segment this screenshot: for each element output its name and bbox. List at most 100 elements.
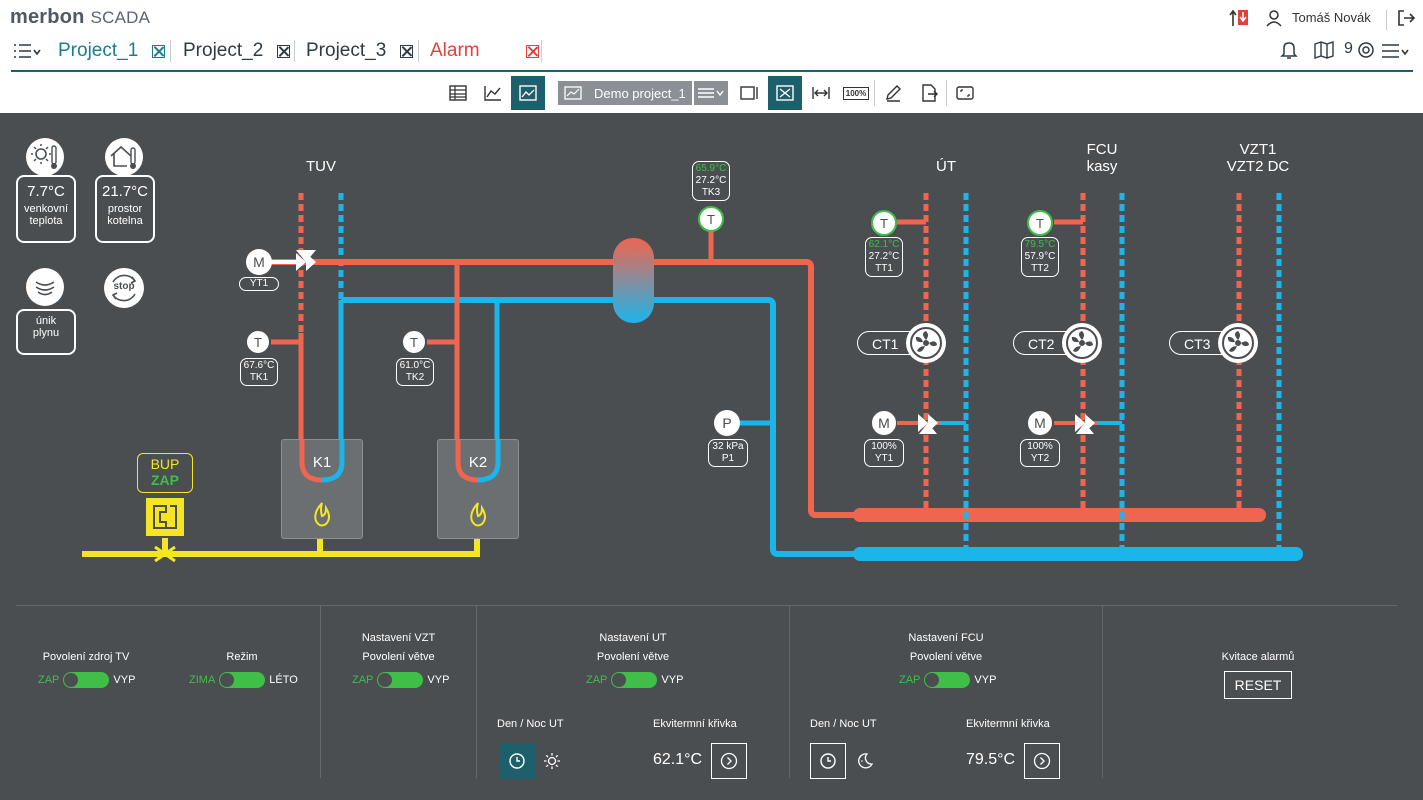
tk1-readout[interactable]: 67.6°C TK1: [240, 358, 278, 386]
tab-project-2[interactable]: Project_2: [183, 37, 291, 65]
user-name[interactable]: Tomáš Novák: [1292, 10, 1371, 25]
sun-icon[interactable]: [543, 752, 561, 770]
fcu-valve-readout[interactable]: 100% YT2: [1020, 439, 1060, 467]
export-button[interactable]: [912, 76, 946, 110]
vzt-on: ZAP: [352, 674, 374, 686]
tab-project-1[interactable]: Project_1: [58, 37, 166, 65]
ut-toggle-group: ZAP VYP: [586, 672, 683, 688]
tk2-sensor-icon[interactable]: T: [402, 330, 426, 354]
boiler-k2[interactable]: K2: [437, 439, 519, 539]
outdoor-temp-tile[interactable]: 7.7°C venkovní teplota: [16, 175, 76, 243]
close-icon[interactable]: [152, 44, 166, 58]
tt1-setpoint: 62.1°C: [868, 239, 900, 250]
pump-ct1-icon[interactable]: [906, 323, 946, 363]
tt1-sensor-icon[interactable]: T: [871, 210, 897, 236]
pressure-p1-icon[interactable]: P: [714, 410, 740, 436]
brand-name: merbon: [10, 6, 85, 28]
alarm-ack-title: Kvitace alarmů: [1221, 651, 1295, 663]
close-icon[interactable]: [400, 44, 414, 58]
bup-status[interactable]: BUP ZAP: [137, 453, 193, 493]
motor-fcu-icon[interactable]: M: [1027, 410, 1053, 436]
chart-view-button[interactable]: [476, 76, 510, 110]
ut-off: VYP: [661, 674, 684, 686]
user-icon[interactable]: [1265, 9, 1283, 27]
ut-curve-label: Ekvitermní křivka: [653, 718, 737, 730]
ut-valve-value: 100%: [871, 441, 897, 452]
boiler-room-temp-value: 21.7°C: [101, 183, 149, 200]
edit-button[interactable]: [876, 76, 910, 110]
section-title-fcu: FCU: [1086, 141, 1118, 158]
gas-leak-tile[interactable]: únik plynu: [16, 309, 76, 355]
gas-leak-label: únik: [35, 315, 57, 327]
vzt-toggle[interactable]: [377, 672, 424, 688]
tk2-readout[interactable]: 61.0°C TK2: [396, 358, 434, 386]
moon-icon[interactable]: [856, 752, 874, 770]
ut-on: ZAP: [586, 674, 608, 686]
pump-ct3-icon[interactable]: [1218, 323, 1258, 363]
fcu-daynight-label: Den / Noc UT: [810, 718, 877, 730]
panel-divider: [320, 606, 321, 778]
tab-project-3[interactable]: Project_3: [306, 37, 414, 65]
zdroj-tv-toggle[interactable]: [63, 672, 110, 688]
alarm-transfer-icon[interactable]: [1228, 8, 1250, 28]
fcu-schedule-button[interactable]: [810, 743, 846, 779]
tk3-sensor-icon[interactable]: T: [698, 206, 724, 232]
panel-toggle-button[interactable]: [732, 76, 766, 110]
stop-button[interactable]: stop: [104, 268, 144, 308]
p1-readout[interactable]: 32 kPa P1: [708, 439, 748, 467]
fit-screen-button[interactable]: [768, 76, 802, 110]
ut-toggle[interactable]: [611, 672, 658, 688]
logout-icon[interactable]: [1396, 8, 1416, 28]
close-icon[interactable]: [277, 44, 291, 58]
tt2-sensor-icon[interactable]: T: [1027, 210, 1053, 236]
gas-leak-label2: plynu: [32, 327, 60, 339]
boiler-room-temp-tile[interactable]: 21.7°C prostor kotelna: [95, 175, 155, 243]
tk3-setpoint: 65.9°C: [695, 163, 727, 174]
section-title-ut: ÚT: [936, 158, 956, 175]
tk3-readout[interactable]: 65.9°C 27.2°C TK3: [692, 161, 730, 201]
ut-valve-readout[interactable]: 100% YT1: [864, 439, 904, 467]
fit-width-button[interactable]: [804, 76, 838, 110]
yt1-label: YT1: [239, 277, 279, 291]
main-menu-icon[interactable]: [1381, 42, 1411, 60]
outdoor-temp-label2: teplota: [29, 215, 63, 227]
bell-icon[interactable]: [1280, 40, 1298, 60]
fcu-toggle[interactable]: [924, 672, 971, 688]
zoom-100-button[interactable]: 100%: [839, 76, 873, 110]
table-view-button[interactable]: [441, 76, 475, 110]
notification-count[interactable]: 9: [1344, 40, 1353, 57]
toolbar-divider: [946, 80, 947, 106]
project-select[interactable]: Demo project_1: [558, 81, 692, 105]
close-icon[interactable]: [526, 44, 539, 58]
panel-divider: [1102, 606, 1103, 778]
target-icon[interactable]: [1357, 41, 1375, 59]
bup-valve-icon[interactable]: [146, 498, 184, 536]
tt1-readout[interactable]: 62.1°C 27.2°C TT1: [865, 237, 903, 277]
rezim-toggle[interactable]: [219, 672, 266, 688]
project-select-menu[interactable]: [694, 81, 728, 105]
tk1-sensor-icon[interactable]: T: [246, 330, 270, 354]
tt2-readout[interactable]: 79.5°C 57.9°C TT2: [1021, 237, 1059, 277]
reset-button[interactable]: RESET: [1224, 671, 1292, 699]
fcu-off: VYP: [974, 674, 997, 686]
boiler-k1[interactable]: K1: [281, 439, 363, 539]
clock-icon: [820, 753, 836, 769]
zdroj-tv-on: ZAP: [38, 674, 60, 686]
bup-label: BUP: [150, 456, 180, 472]
vzt-subtitle: Povolení větve: [362, 651, 435, 663]
motor-ut-icon[interactable]: M: [871, 410, 897, 436]
map-icon[interactable]: [1314, 41, 1334, 59]
fcu-curve-button[interactable]: [1024, 743, 1060, 779]
tab-alarm[interactable]: Alarm: [430, 37, 539, 65]
tuv-risers: [298, 193, 344, 443]
fcu-title: Nastavení FCU: [908, 632, 984, 644]
ut-schedule-button[interactable]: [499, 743, 535, 779]
pump-ct2-icon[interactable]: [1062, 323, 1102, 363]
ut-curve-button[interactable]: [711, 743, 747, 779]
scheme-view-button[interactable]: [511, 76, 545, 110]
fullscreen-button[interactable]: [948, 76, 982, 110]
tab-label: Project_2: [183, 40, 264, 61]
motor-yt1-icon[interactable]: M: [246, 249, 272, 275]
fcu-subtitle: Povolení větve: [909, 651, 983, 663]
tabs-menu-icon[interactable]: [13, 42, 43, 60]
